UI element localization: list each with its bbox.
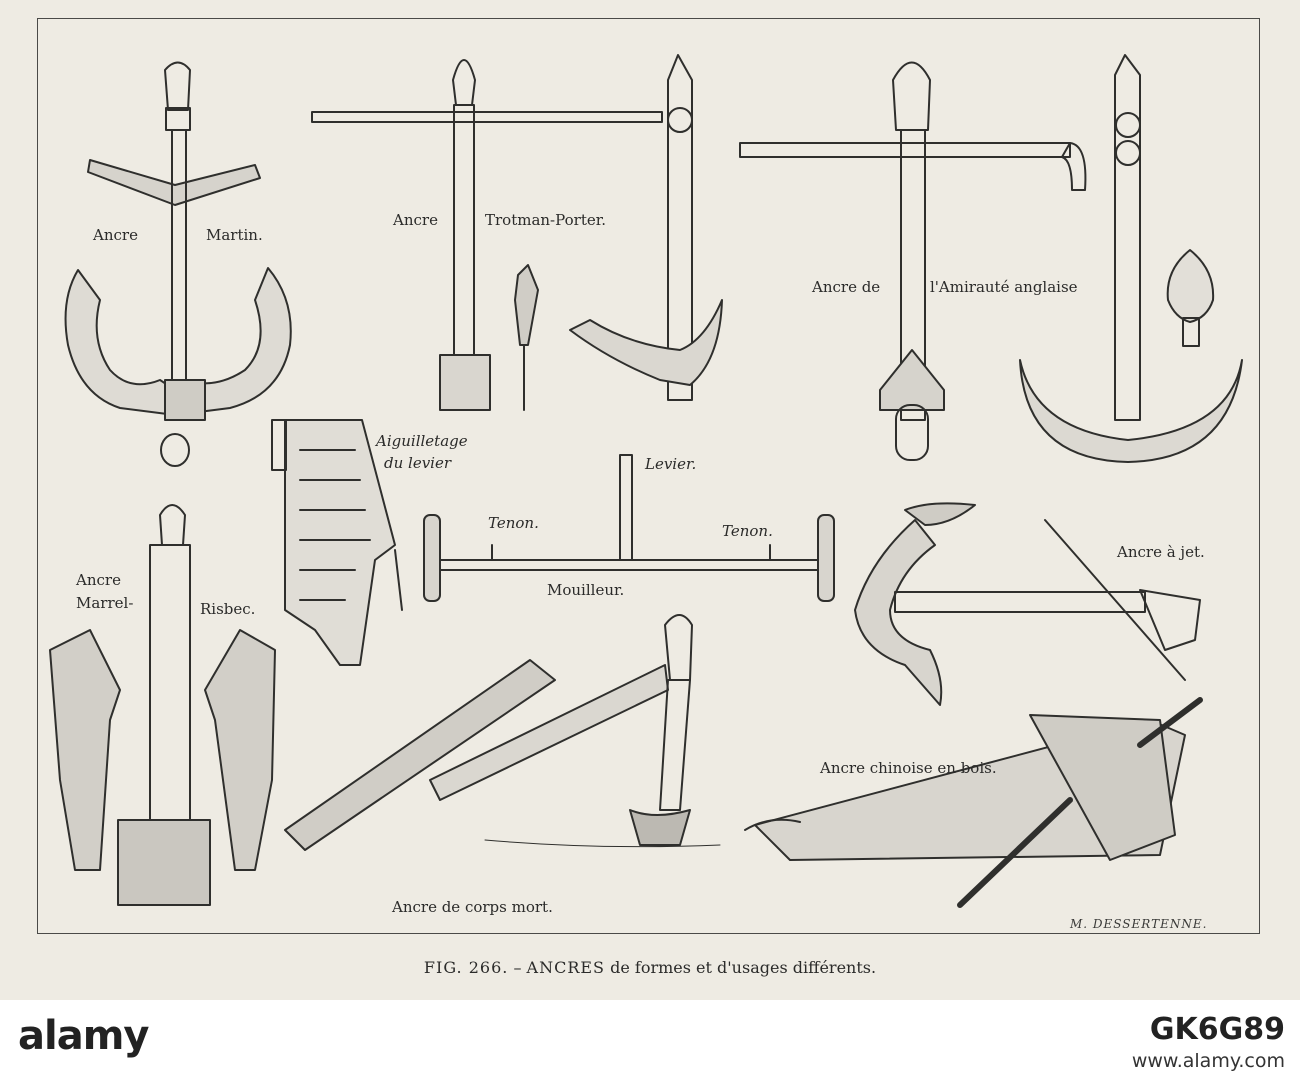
plate-frame xyxy=(37,18,1260,934)
label-levier: Levier. xyxy=(645,455,697,473)
label-corps-mort: Ancre de corps mort. xyxy=(392,898,553,916)
label-marrel-1: Ancre xyxy=(76,571,121,589)
watermark-bar xyxy=(0,1000,1300,1089)
amiraute-anchor-drawing xyxy=(739,54,1243,463)
martin-anchor-drawing xyxy=(64,61,292,467)
label-jet: Ancre à jet. xyxy=(1117,543,1205,561)
label-chinoise: Ancre chinoise en bois. xyxy=(820,759,997,777)
anchor-illustrations xyxy=(49,54,1243,908)
label-martin-2: Martin. xyxy=(206,226,263,244)
watermark-url: www.alamy.com xyxy=(1131,1050,1285,1072)
caption-dash: – xyxy=(513,958,522,977)
label-amiraute-2: l'Amirauté anglaise xyxy=(930,278,1078,296)
trotman-anchor-drawing xyxy=(311,54,723,411)
label-tenon-right: Tenon. xyxy=(722,522,773,540)
figure-caption: FIG. 266. – ANCRES de formes et d'usages… xyxy=(0,958,1300,977)
label-marrel-3: Risbec. xyxy=(200,600,256,618)
mouilleur-drawing xyxy=(423,454,835,602)
label-aiguilletage-2: du levier xyxy=(384,454,452,472)
corps-mort-anchor-drawing xyxy=(284,614,721,851)
image-id: GK6G89 xyxy=(1149,1012,1285,1047)
caption-rest: de formes et d'usages différents. xyxy=(610,958,877,977)
label-tenon-left: Tenon. xyxy=(488,514,539,532)
caption-title: ANCRES xyxy=(526,958,606,977)
jet-anchor-drawing xyxy=(854,502,1201,706)
label-mouilleur: Mouilleur. xyxy=(547,581,625,599)
caption-fig-number: FIG. 266. xyxy=(423,958,509,977)
label-martin-1: Ancre xyxy=(93,226,138,244)
label-trotman-2: Trotman-Porter. xyxy=(485,211,607,229)
marrel-anchor-drawing xyxy=(49,504,276,906)
alamy-logo: alamy xyxy=(18,1013,149,1059)
chinoise-anchor-drawing xyxy=(744,697,1203,908)
label-amiraute-1: Ancre de xyxy=(812,278,881,296)
artist-signature: M. DESSERTENNE. xyxy=(1070,917,1208,931)
label-aiguilletage-1: Aiguilletage xyxy=(376,432,468,450)
label-marrel-2: Marrel- xyxy=(76,594,134,612)
aiguilletage-drawing xyxy=(271,419,403,666)
label-trotman-1: Ancre xyxy=(393,211,438,229)
